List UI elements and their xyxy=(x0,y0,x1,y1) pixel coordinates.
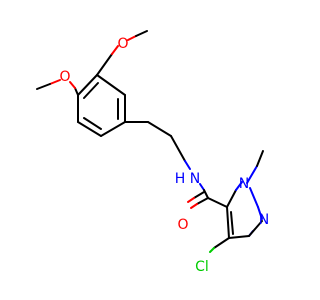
pyrazole-ring xyxy=(207,150,264,239)
bond xyxy=(187,197,195,203)
structure-diagram: O O N H O N N Cl xyxy=(36,30,269,275)
atom-oxygen-carbonyl: O xyxy=(177,217,188,233)
bond xyxy=(83,117,102,130)
bond xyxy=(96,74,126,96)
bond xyxy=(248,220,263,237)
bond xyxy=(96,53,113,76)
bond xyxy=(184,160,191,170)
bond xyxy=(100,121,126,137)
bond xyxy=(77,74,98,96)
bond xyxy=(226,206,230,239)
bond xyxy=(74,87,79,96)
atom-hydrogen-amide: H xyxy=(175,171,186,187)
methoxy-top xyxy=(96,30,148,76)
bond xyxy=(147,121,172,137)
bond xyxy=(246,165,258,184)
bond xyxy=(190,203,198,209)
bond xyxy=(256,150,264,167)
bond xyxy=(199,183,205,191)
bond xyxy=(77,121,102,137)
ethyl-chain xyxy=(124,121,191,170)
bond xyxy=(207,197,228,208)
chloro-substituent xyxy=(209,237,230,253)
bond xyxy=(228,235,250,239)
bond xyxy=(249,187,259,208)
bond xyxy=(170,135,186,162)
bond xyxy=(209,247,215,253)
bond xyxy=(230,211,234,235)
molecule-svg: O O N H O N N Cl xyxy=(36,30,269,275)
atom-chlorine: Cl xyxy=(195,259,209,275)
bond xyxy=(135,30,148,37)
atom-oxygen-methoxy-top: O xyxy=(117,36,128,52)
bond xyxy=(49,79,61,85)
methoxy-left xyxy=(36,79,79,96)
atom-nitrogen-amide: N xyxy=(190,171,200,187)
bond xyxy=(111,45,119,55)
atom-oxygen-methoxy-left: O xyxy=(59,69,70,85)
benzene-ring xyxy=(77,74,126,137)
bond xyxy=(257,206,263,220)
bond xyxy=(196,197,209,205)
bond xyxy=(193,191,205,199)
atom-nitrogen-pyrazole-2: N xyxy=(259,212,269,228)
bond xyxy=(226,189,237,208)
amide-group xyxy=(187,183,209,209)
bond xyxy=(213,237,230,249)
bond xyxy=(235,181,243,191)
bond xyxy=(127,35,137,41)
bond xyxy=(69,81,76,89)
bond xyxy=(83,82,99,99)
bond xyxy=(36,83,51,90)
atom-nitrogen-pyrazole-1: N xyxy=(239,176,249,192)
